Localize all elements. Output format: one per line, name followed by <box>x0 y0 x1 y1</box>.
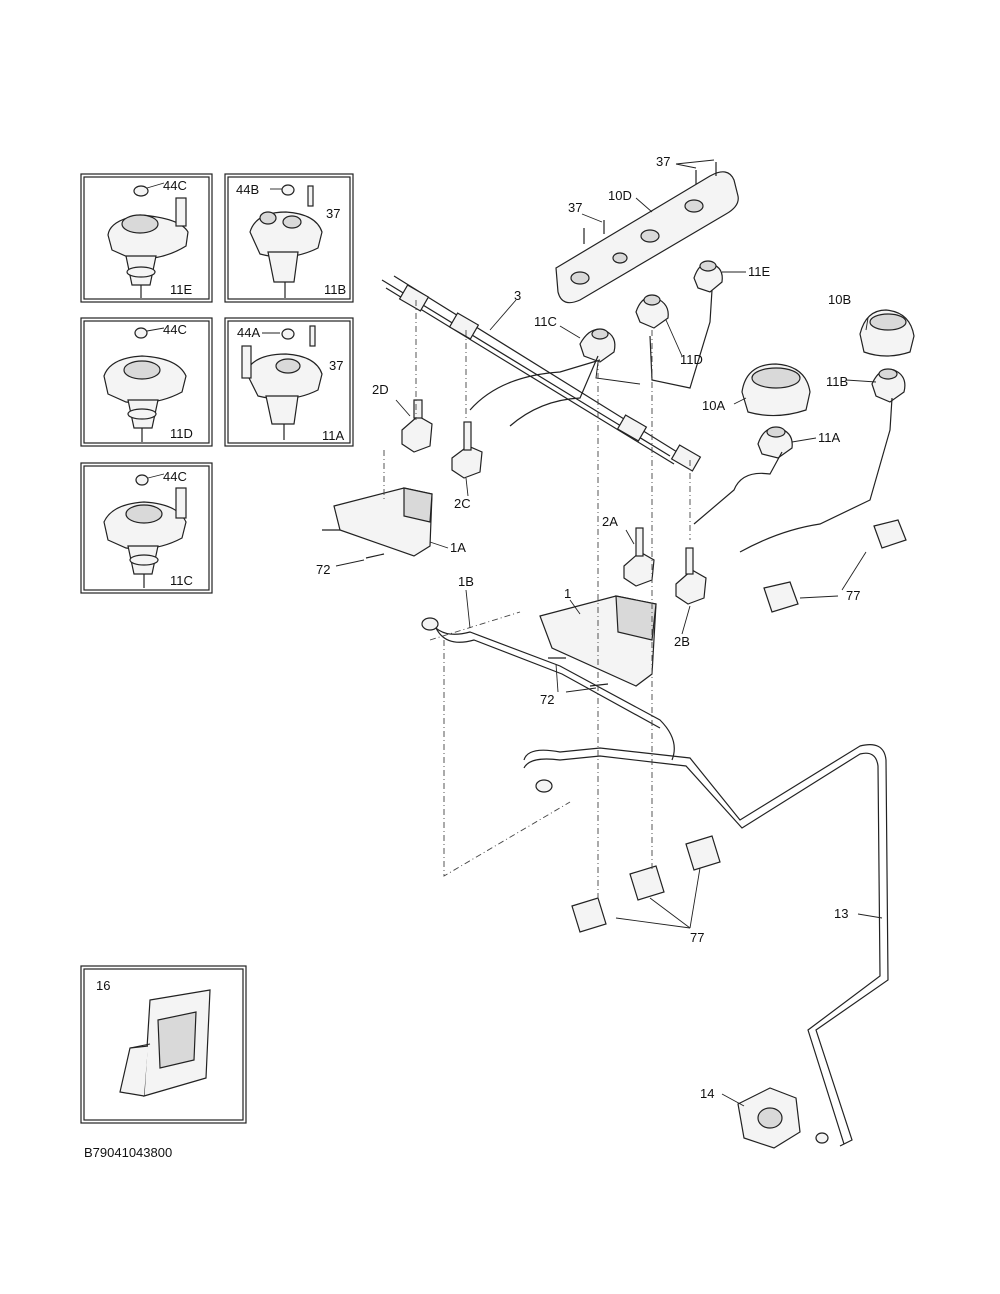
burner-cap-11a-icon <box>241 325 323 440</box>
label-14: 14 <box>700 1086 714 1101</box>
label-1b: 1B <box>458 574 474 589</box>
burner-11b-icon <box>871 368 906 403</box>
tube-clips-icon <box>398 284 702 472</box>
label-11a: 11A <box>818 430 840 445</box>
label-2d: 2D <box>372 382 389 397</box>
label-37-left: 37 <box>568 200 582 215</box>
burner-11c-icon <box>579 328 616 363</box>
inset-11c-code: 11C <box>170 573 193 588</box>
inset-11e: 44C 11E <box>80 173 213 303</box>
label-77-bottom: 77 <box>690 930 704 945</box>
valve-2d-icon <box>401 399 433 453</box>
valve-2c-icon <box>451 421 483 479</box>
label-10d: 10D <box>608 188 632 203</box>
inset-11c: 44C 11C <box>80 462 213 594</box>
burner-panel-10d-icon <box>555 171 739 304</box>
inset-11a-top-label: 44A <box>237 325 260 340</box>
pressure-regulator-14-icon <box>737 1087 829 1149</box>
inset-11a-side-label: 37 <box>329 358 343 373</box>
label-1: 1 <box>564 586 571 601</box>
label-10a: 10A <box>702 398 725 413</box>
inset-11c-top-label: 44C <box>163 469 187 484</box>
inset-11a-code: 11A <box>322 428 344 443</box>
burner-head-10a-icon <box>741 363 811 417</box>
burner-11e-icon <box>693 260 723 293</box>
inset-11d: 44C 11D <box>80 317 213 447</box>
label-72-center: 72 <box>540 692 554 707</box>
burner-cap-11b-icon <box>249 184 323 298</box>
burner-cap-11e-icon <box>107 185 189 298</box>
label-2a: 2A <box>602 514 618 529</box>
burner-11a-icon <box>757 426 793 459</box>
label-11d: 11D <box>680 352 703 367</box>
burner-cap-11c-icon <box>103 474 187 588</box>
inset-11d-top-label: 44C <box>163 322 187 337</box>
label-11c: 11C <box>534 314 557 329</box>
label-10b: 10B <box>828 292 851 307</box>
inset-11b-code: 11B <box>324 282 346 297</box>
label-11b: 11B <box>826 374 848 389</box>
manifold-1-icon <box>539 595 657 687</box>
manifold-1a-icon <box>333 487 433 557</box>
label-37-top: 37 <box>656 154 670 169</box>
inset-11b-side-label: 37 <box>326 206 340 221</box>
inset-11b-top-label: 44B <box>236 182 259 197</box>
burner-11d-icon <box>635 294 669 329</box>
label-77-right: 77 <box>846 588 860 603</box>
inset-11d-code: 11D <box>170 426 193 441</box>
drawing-number: B79041043800 <box>84 1145 172 1160</box>
brackets-77-icon <box>571 519 907 933</box>
inset-11e-top-label: 44C <box>163 178 187 193</box>
burner-head-10b-icon <box>859 309 915 357</box>
valve-2b-icon <box>675 547 707 605</box>
inset-16: 16 <box>80 965 247 1124</box>
valve-2a-icon <box>623 527 655 587</box>
label-2b: 2B <box>674 634 690 649</box>
label-13: 13 <box>834 906 848 921</box>
burner-cap-11d-icon <box>103 327 187 442</box>
inset-16-code: 16 <box>96 978 110 993</box>
label-11e: 11E <box>748 264 770 279</box>
label-2c: 2C <box>454 496 471 511</box>
bracket-16-icon <box>119 989 211 1097</box>
inset-11e-code: 11E <box>170 282 192 297</box>
inset-11b: 44B 37 11B <box>224 173 354 303</box>
label-3: 3 <box>514 288 521 303</box>
label-1a: 1A <box>450 540 466 555</box>
label-72-left: 72 <box>316 562 330 577</box>
inset-11a: 44A 37 11A <box>224 317 354 447</box>
